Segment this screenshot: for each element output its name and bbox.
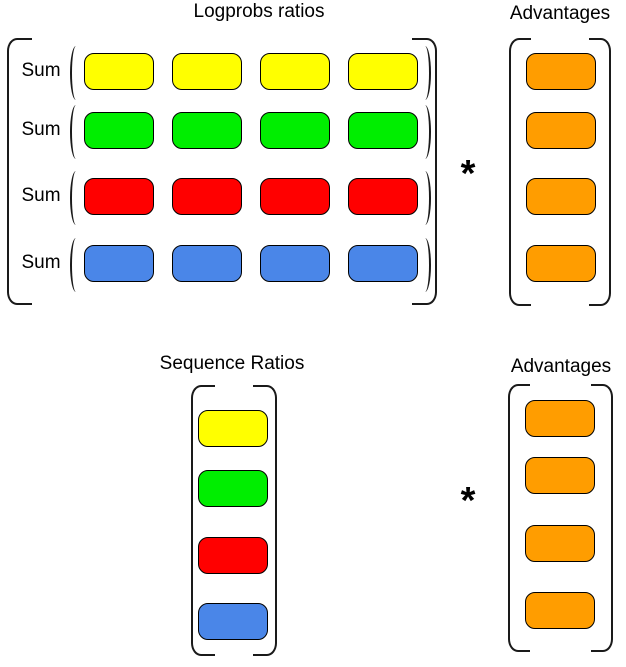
row3-paren-right bbox=[419, 171, 431, 225]
advantage-cell bbox=[525, 592, 595, 629]
sequence-ratio-cell bbox=[198, 470, 268, 507]
sequence-ratio-cell bbox=[198, 537, 268, 574]
advantage-cell bbox=[525, 457, 595, 494]
multiply-operator-top: * bbox=[460, 153, 476, 195]
advantages-bottom-bracket-right bbox=[591, 384, 613, 652]
row2-paren-left bbox=[70, 105, 82, 159]
advantages-bottom-title: Advantages bbox=[510, 356, 612, 377]
advantage-cell bbox=[525, 525, 595, 562]
advantage-cell bbox=[526, 245, 596, 282]
logprob-cell bbox=[172, 178, 242, 215]
logprob-cell bbox=[260, 53, 330, 90]
logprob-cell bbox=[348, 245, 418, 282]
logprob-cell bbox=[348, 112, 418, 149]
row4-paren-left bbox=[70, 238, 82, 292]
logprob-cell bbox=[84, 245, 154, 282]
advantage-cell bbox=[526, 178, 596, 215]
row4-paren-right bbox=[419, 238, 431, 292]
multiply-operator-bottom: * bbox=[460, 480, 476, 522]
logprob-cell bbox=[348, 178, 418, 215]
logprob-cell bbox=[260, 178, 330, 215]
matrix-bracket-right bbox=[412, 38, 437, 305]
logprob-cell bbox=[172, 112, 242, 149]
advantages-top-title: Advantages bbox=[509, 3, 611, 24]
logprob-cell bbox=[84, 53, 154, 90]
logprob-cell bbox=[260, 112, 330, 149]
row2-paren-right bbox=[419, 105, 431, 159]
row1-paren-right bbox=[419, 46, 431, 100]
sequence-ratios-title: Sequence Ratios bbox=[159, 353, 305, 374]
logprob-cell bbox=[172, 53, 242, 90]
advantages-top-bracket-right bbox=[589, 38, 611, 306]
advantage-cell bbox=[526, 112, 596, 149]
sum-label-row4: Sum bbox=[21, 252, 61, 273]
logprob-cell bbox=[348, 53, 418, 90]
sequence-ratio-cell bbox=[198, 603, 268, 640]
sequence-bracket-left bbox=[191, 385, 215, 656]
row1-paren-left bbox=[70, 46, 82, 100]
sequence-ratio-cell bbox=[198, 410, 268, 447]
logprob-cell bbox=[260, 245, 330, 282]
logprob-cell bbox=[84, 178, 154, 215]
logprobs-ratios-title: Logprobs ratios bbox=[193, 1, 325, 22]
advantages-top-bracket-left bbox=[509, 38, 531, 306]
sum-label-row3: Sum bbox=[21, 185, 61, 206]
matrix-bracket-left bbox=[7, 38, 32, 305]
advantage-cell bbox=[526, 53, 596, 90]
sequence-bracket-right bbox=[253, 385, 277, 656]
row3-paren-left bbox=[70, 171, 82, 225]
logprob-cell bbox=[84, 112, 154, 149]
sum-label-row1: Sum bbox=[21, 60, 61, 81]
advantages-bottom-bracket-left bbox=[508, 384, 530, 652]
sum-label-row2: Sum bbox=[21, 119, 61, 140]
advantage-cell bbox=[525, 400, 595, 437]
logprob-cell bbox=[172, 245, 242, 282]
